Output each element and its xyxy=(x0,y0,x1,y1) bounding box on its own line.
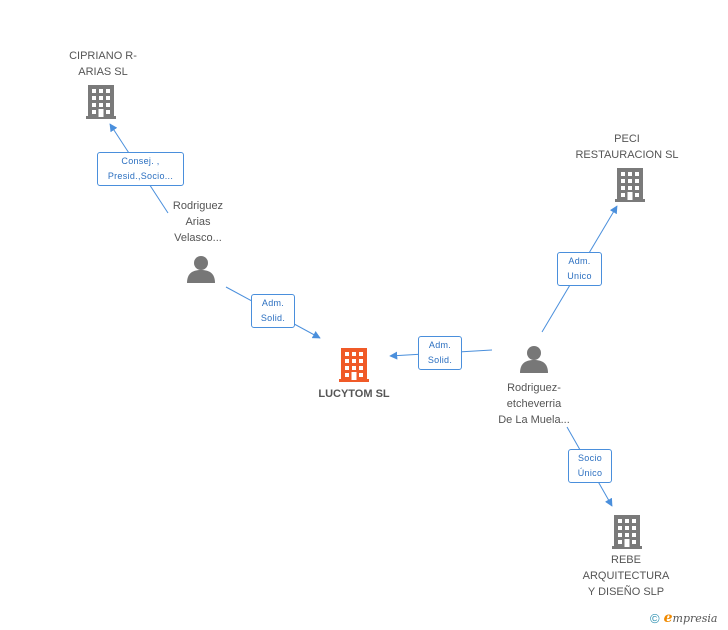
edge-label-etch-lucytom: Adm. Solid. xyxy=(418,336,462,370)
person-label-rodriguez-arias[interactable]: Rodriguez Arias Velasco... xyxy=(172,200,224,244)
copyright-icon: © xyxy=(650,610,660,626)
building-icon[interactable] xyxy=(612,515,642,549)
building-icon[interactable] xyxy=(615,168,645,202)
edge-label-etch-peci: Adm. Unico xyxy=(557,252,602,286)
copyright-footer: © empresia xyxy=(650,610,717,626)
company-label-rebe[interactable]: REBE ARQUITECTURA Y DISEÑO SLP xyxy=(582,554,670,598)
empresia-logo[interactable]: empresia xyxy=(663,610,718,626)
building-icon[interactable] xyxy=(86,85,116,119)
edge-label-etch-rebe: Socio Único xyxy=(568,449,612,483)
edge-label-arias-cipriano: Consej. , Presid.,Socio... xyxy=(97,152,184,186)
person-label-rodriguez-etcheverria[interactable]: Rodriguez- etcheverria De La Muela... xyxy=(498,382,570,426)
building-icon[interactable] xyxy=(339,348,369,382)
edge-label-arias-lucytom: Adm. Solid. xyxy=(251,294,295,328)
company-label-cipriano[interactable]: CIPRIANO R- ARIAS SL xyxy=(69,50,137,78)
company-label-lucytom[interactable]: LUCYTOM SL xyxy=(318,388,390,400)
company-label-peci[interactable]: PECI RESTAURACION SL xyxy=(575,133,679,161)
person-icon[interactable] xyxy=(187,256,215,283)
person-icon[interactable] xyxy=(520,346,548,373)
